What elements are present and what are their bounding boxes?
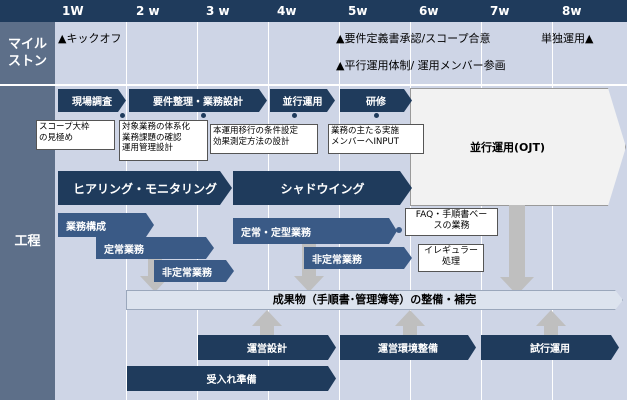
week-label: 4w [277,4,297,18]
phase-site-survey: 現場調査 [58,89,126,112]
row-label-column [0,22,55,400]
week-divider [197,22,198,400]
connector-dot [120,113,125,118]
note-faq: FAQ・手順書ベー スの業務 [405,208,498,236]
milestone-requirements: ▲要件定義書承認/スコープ合意 [336,32,491,45]
down-arrow [500,205,534,295]
note-conditions: 本運用移行の条件設定 効果測定方法の設計 [210,124,318,154]
milestone-parallel-team: ▲平行運用体制/ 運用メンバー参画 [336,59,506,72]
week-divider [552,22,553,400]
week-label: 6w [419,4,439,18]
phase-trial-run: 試行運用 [481,335,619,360]
track-business-config: 業務構成 [58,213,154,237]
milestone-band [55,22,627,84]
milestone-kickoff: ▲キックオフ [58,32,122,45]
connector-dot [399,254,405,260]
ojt-phase-label: 並行運用(OJT) [470,141,546,154]
track-routine-fixed: 定常・定型業務 [233,218,397,244]
note-business: 対象業務の体系化 業務課題の確認 運用管理設計 [119,120,208,161]
week-label: 5w [348,4,368,18]
phase-parallel-run: 並行運用 [270,89,335,112]
band-divider [0,84,627,86]
connector-dot [396,227,402,233]
phase-training: 研修 [340,89,412,112]
row-label-process: 工程 [14,234,41,249]
row-label-milestone: マイル ストン [7,37,47,69]
track-routine: 定常業務 [96,237,214,259]
week-label: 7w [490,4,510,18]
connector-dot [374,113,379,118]
week-divider [126,22,127,400]
connector-dot [292,113,297,118]
week-divider [339,22,340,400]
track-hearing: ヒアリング・モニタリング [58,171,232,205]
week-divider [268,22,269,400]
week-header [0,0,627,22]
phase-reception-prep: 受入れ準備 [127,366,336,391]
week-label: 3 w [206,4,230,18]
deliverable-bar: 成果物（手順書･管理簿等）の整備・補完 [126,290,623,310]
track-non-routine-2: 非定常業務 [304,247,412,269]
track-non-routine: 非定常業務 [154,260,234,282]
week-label: 8w [562,4,582,18]
phase-ops-design: 運営設計 [198,335,336,360]
note-scope: スコープ大枠 の見極め [36,120,115,150]
note-input: 業務の主たる実施 メンバーへINPUT [328,124,424,154]
phase-env-setup: 運営環境整備 [340,335,476,360]
milestone-standalone: 単独運用▲ [541,32,594,45]
week-label: 2 w [136,4,160,18]
phase-requirements-design: 要件整理・業務設計 [129,89,267,112]
week-label: 1W [62,4,84,18]
note-irregular: イレギュラー 処理 [418,244,484,272]
track-shadowing: シャドウイング [233,171,412,205]
connector-dot [201,113,206,118]
